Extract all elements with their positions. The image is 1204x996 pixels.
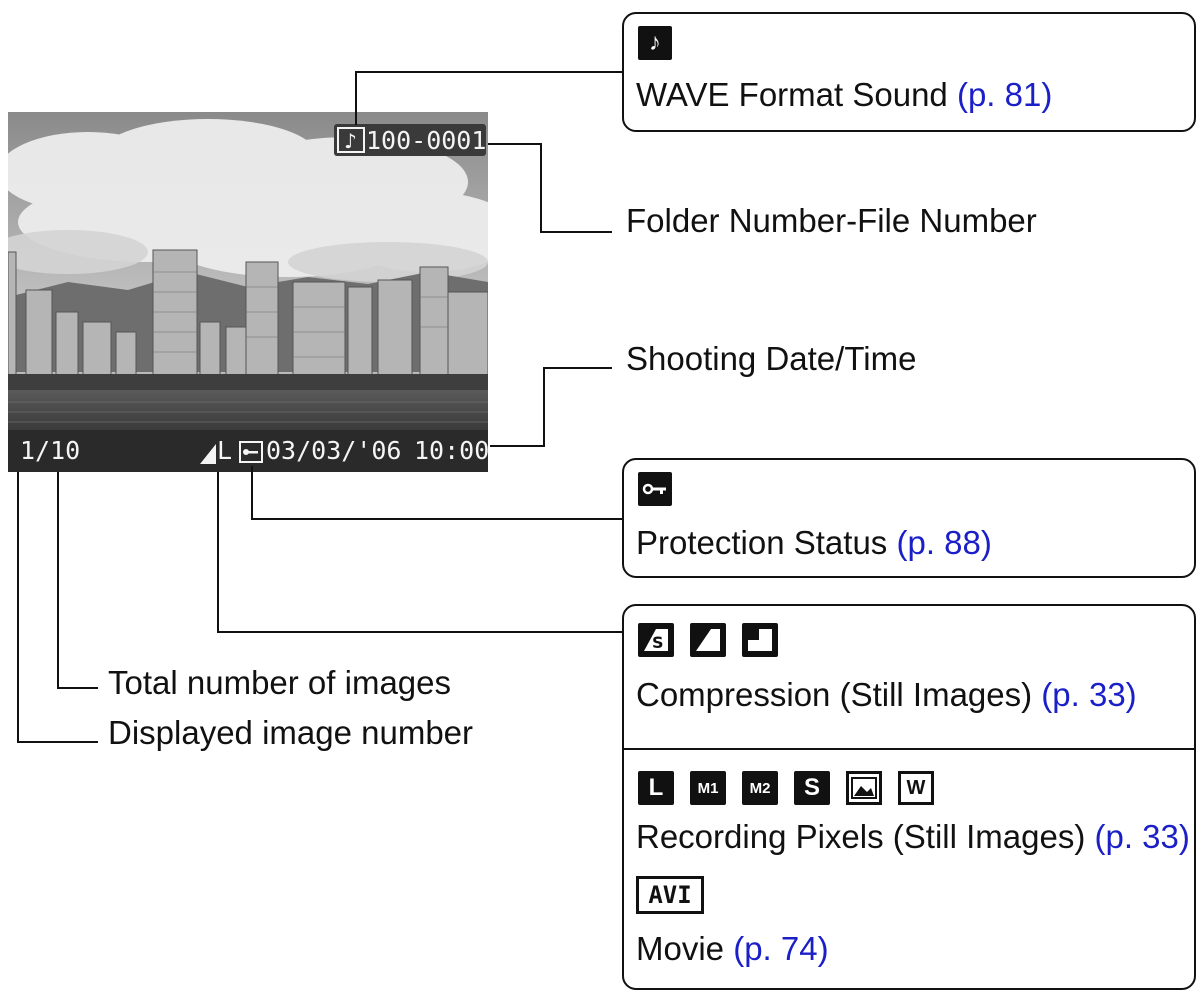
fine-icon: [690, 623, 726, 657]
compression-recording-callout: S Compression (Still Images) (p. 33) L M…: [622, 604, 1196, 990]
normal-icon: [742, 623, 778, 657]
medium1-icon: M1: [690, 771, 726, 805]
protection-callout: Protection Status (p. 88): [622, 458, 1196, 578]
compression-page-ref[interactable]: (p. 33): [1041, 676, 1137, 713]
music-note-icon: ♪: [638, 26, 672, 60]
movie-text: Movie: [636, 930, 725, 967]
city-skyline-photo: ♪: [8, 112, 488, 472]
large-icon: L: [638, 771, 674, 805]
lcd-music-note-icon: ♪: [337, 127, 365, 153]
wave-sound-callout: ♪ WAVE Format Sound (p. 81): [622, 12, 1196, 132]
compression-icons: S: [638, 620, 778, 660]
lcd-time: 10:00: [414, 436, 488, 465]
postcard-icon: [846, 771, 882, 805]
lcd-quality: L: [217, 436, 233, 465]
recording-text: Recording Pixels (Still Images): [636, 818, 1086, 855]
superfine-icon: S: [638, 623, 674, 657]
protection-page-ref[interactable]: (p. 88): [896, 524, 992, 561]
lcd-file-number: 100-0001: [366, 126, 487, 155]
recording-pixel-icons: L M1 M2 S W: [638, 768, 934, 808]
lcd-image-number: 1/10: [20, 436, 81, 465]
widescreen-icon: W: [898, 771, 934, 805]
wave-sound-text: WAVE Format Sound: [636, 76, 948, 113]
wave-sound-page-ref[interactable]: (p. 81): [956, 76, 1053, 113]
recording-page-ref[interactable]: (p. 33): [1094, 818, 1190, 855]
medium2-icon: M2: [742, 771, 778, 805]
lcd-key-icon: [239, 441, 263, 463]
lcd-compression-icon: [200, 444, 216, 464]
lcd-date: 03/03/'06: [266, 436, 402, 465]
svg-text:S: S: [652, 633, 664, 652]
avi-movie-icon: AVI: [636, 876, 704, 914]
svg-text:♪: ♪: [344, 129, 357, 153]
camera-lcd-screen: ♪ 100-0001 1/10 L 03/03/'06 10:00: [8, 112, 488, 472]
section-divider: [624, 748, 1194, 750]
compression-text: Compression (Still Images): [636, 676, 1033, 713]
folder-file-label: Folder Number-File Number: [626, 202, 1037, 239]
key-icon: [638, 472, 672, 506]
movie-page-ref[interactable]: (p. 74): [733, 930, 829, 967]
date-time-label: Shooting Date/Time: [626, 340, 917, 377]
displayed-number-label: Displayed image number: [108, 714, 474, 751]
small-icon: S: [794, 771, 830, 805]
protection-text: Protection Status: [636, 524, 888, 561]
total-images-label: Total number of images: [108, 664, 452, 701]
